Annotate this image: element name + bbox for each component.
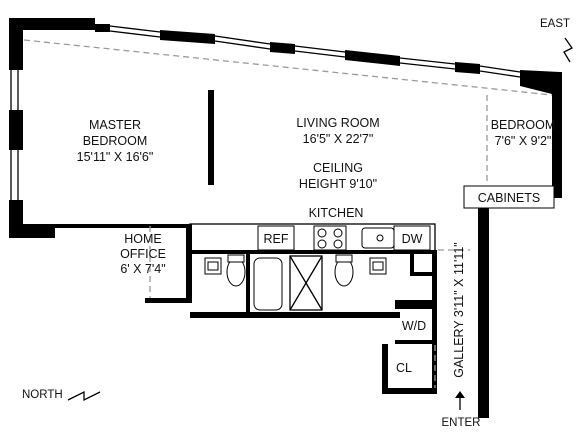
dw-box	[393, 225, 431, 251]
interior-walls	[55, 90, 437, 394]
living-room-label: LIVING ROOM	[296, 116, 379, 130]
dashed-boundaries	[23, 39, 553, 388]
gallery-label: GALLERY 3'11" X 11'11"	[452, 242, 466, 378]
entry-arrow	[455, 391, 465, 410]
home-office-label-2: OFFICE	[120, 247, 166, 261]
wd-label: W/D	[402, 319, 426, 333]
east-label: EAST	[540, 18, 570, 30]
home-office-label-1: HOME	[124, 232, 162, 246]
north-label: NORTH	[22, 389, 63, 401]
master-bedroom-label-1: MASTER	[89, 118, 141, 132]
master-bedroom-label-2: BEDROOM	[83, 134, 148, 148]
bedroom-label: BEDROOM	[491, 118, 556, 132]
dw-label: DW	[402, 232, 423, 246]
master-bedroom-size: 15'11" X 16'6"	[77, 150, 154, 164]
cl-label: CL	[396, 361, 412, 375]
kitchen	[189, 223, 436, 252]
compass-north: NORTH	[22, 389, 101, 402]
bathrooms	[204, 254, 434, 312]
ref-label: REF	[264, 232, 289, 246]
outer-walls	[9, 18, 562, 418]
home-office-size: 6' X 7'4"	[120, 262, 165, 276]
cabinets-label: CABINETS	[478, 191, 541, 205]
ref-box	[257, 225, 295, 251]
ceiling-height: HEIGHT 9'10"	[299, 177, 377, 191]
kitchen-label: KITCHEN	[309, 206, 364, 220]
ceiling-label: CEILING	[313, 161, 363, 175]
living-room-size: 16'5" X 22'7"	[303, 132, 374, 146]
compass-east: EAST	[540, 18, 573, 63]
bedroom-size: 7'6" X 9'2"	[495, 134, 552, 148]
enter-label: ENTER	[442, 417, 481, 429]
cabinets-box	[463, 185, 555, 209]
